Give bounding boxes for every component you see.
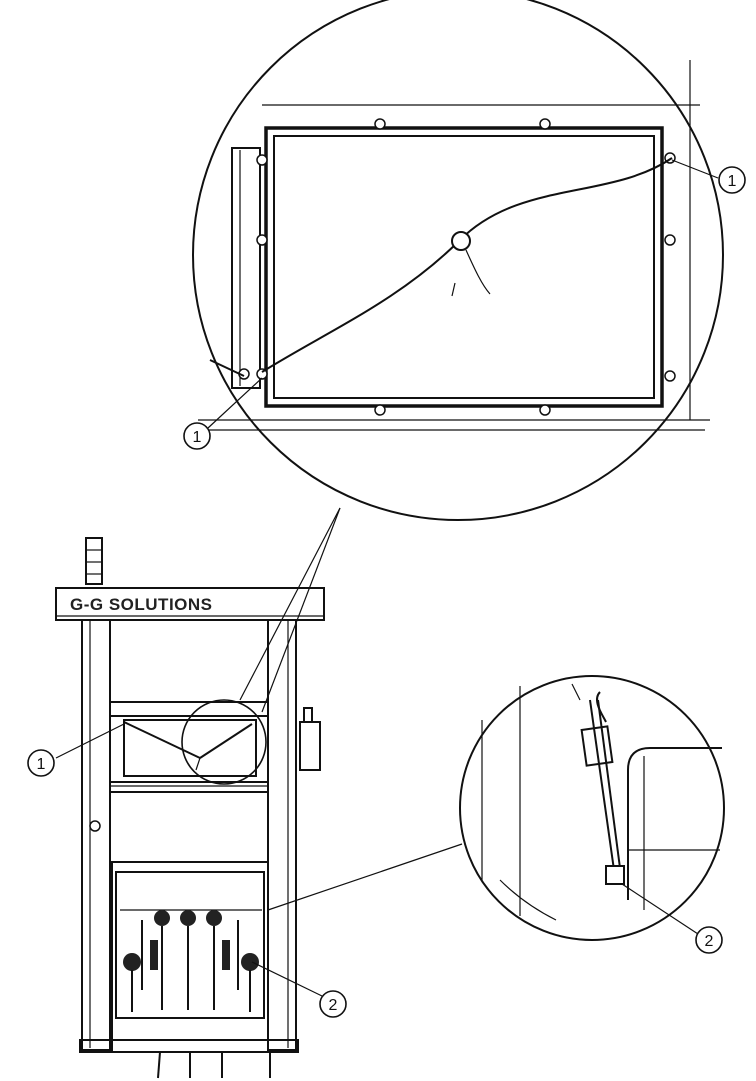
- svg-text:1: 1: [728, 173, 737, 190]
- signal-tower: [85, 537, 103, 585]
- tool-holders: [123, 910, 259, 1012]
- callout-cabinet-bottom: 2: [319, 990, 347, 1018]
- window-pane: [273, 135, 655, 399]
- cabinet: [55, 537, 325, 1079]
- svg-text:1: 1: [37, 756, 46, 773]
- brand-label: G-G SOLUTIONS: [70, 595, 213, 614]
- detail-view-sensor: [459, 675, 725, 941]
- cabinet-header: [55, 587, 325, 621]
- svg-text:1: 1: [193, 429, 202, 446]
- window-frame-outer: [264, 126, 664, 408]
- callout-cabinet-left: 1: [27, 749, 55, 777]
- svg-text:2: 2: [329, 997, 338, 1014]
- cable-junction: [451, 231, 471, 251]
- callout-top-right: 1: [718, 166, 746, 194]
- frame-screws: [238, 118, 676, 416]
- svg-text:2: 2: [705, 933, 714, 950]
- detail-view-window-frame: [192, 0, 724, 521]
- callout-detail-right: 2: [695, 926, 723, 954]
- callout-top-left: 1: [183, 422, 211, 450]
